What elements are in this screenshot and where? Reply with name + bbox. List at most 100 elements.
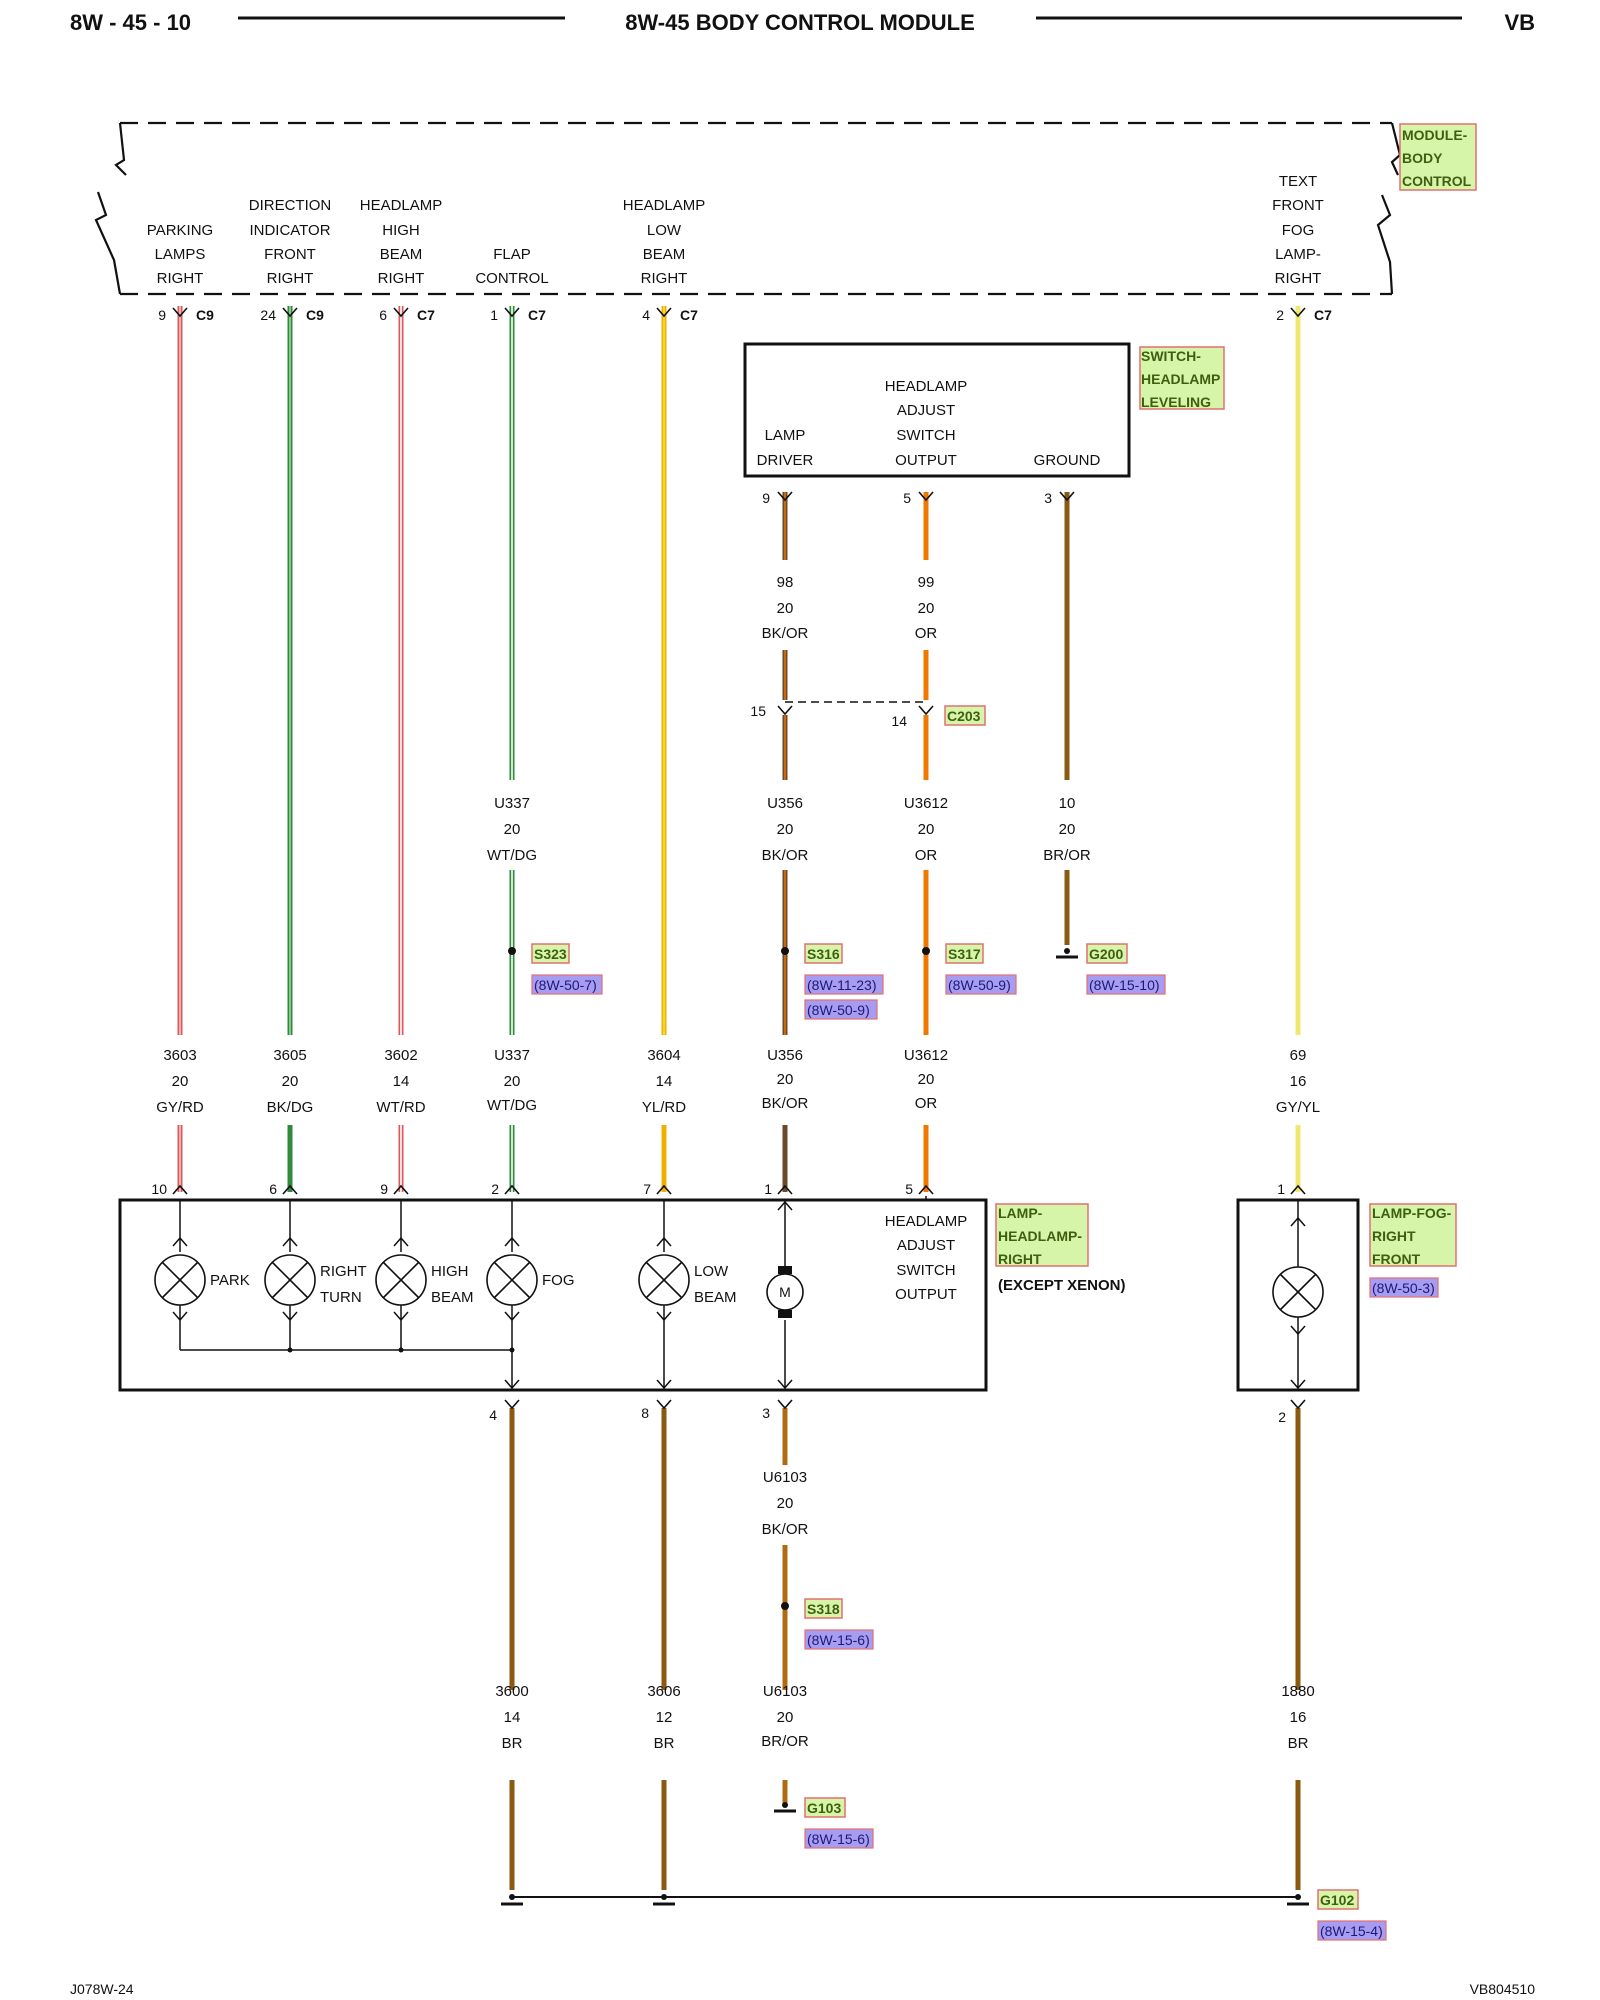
ground-g103: G103 (8W-15-6) (774, 1797, 874, 1849)
svg-text:99: 99 (918, 574, 935, 591)
svg-text:HIGH: HIGH (382, 222, 420, 239)
svg-text:3604: 3604 (647, 1047, 680, 1064)
svg-text:16: 16 (1290, 1073, 1307, 1090)
svg-text:10: 10 (1059, 795, 1076, 812)
svg-text:U337: U337 (494, 795, 530, 812)
svg-text:1: 1 (764, 1181, 772, 1197)
svg-text:8: 8 (641, 1405, 649, 1421)
svg-text:LEVELING: LEVELING (1141, 394, 1211, 410)
svg-text:1: 1 (490, 307, 498, 323)
bulb-right-turn (264, 1254, 316, 1306)
svg-text:FLAP: FLAP (493, 246, 531, 263)
svg-text:14: 14 (393, 1073, 410, 1090)
svg-text:(8W-15-10): (8W-15-10) (1089, 977, 1160, 993)
page-code: VB (1504, 10, 1535, 35)
svg-text:MODULE-: MODULE- (1402, 127, 1468, 143)
svg-text:HEADLAMP: HEADLAMP (623, 197, 706, 214)
headlamp-tag: LAMP- HEADLAMP- RIGHT (995, 1203, 1089, 1267)
svg-text:G200: G200 (1089, 946, 1123, 962)
svg-text:LAMPS: LAMPS (155, 246, 206, 263)
wires (177, 306, 1301, 1898)
svg-text:BEAM: BEAM (380, 246, 423, 263)
svg-text:GY/YL: GY/YL (1276, 1099, 1320, 1116)
svg-text:14: 14 (891, 713, 907, 729)
svg-text:BR: BR (1288, 1735, 1309, 1752)
svg-text:YL/RD: YL/RD (642, 1099, 686, 1116)
svg-text:C9: C9 (306, 307, 324, 323)
svg-text:BEAM: BEAM (694, 1289, 737, 1306)
switch-headlamp-leveling: HEADLAMP ADJUST SWITCH OUTPUT LAMP DRIVE… (743, 342, 1225, 506)
module-body-control-tag: MODULE- BODY CONTROL (1399, 123, 1477, 191)
svg-text:G102: G102 (1320, 1892, 1354, 1908)
svg-text:1880: 1880 (1281, 1683, 1314, 1700)
svg-text:6: 6 (269, 1181, 277, 1197)
svg-text:CONTROL: CONTROL (1402, 173, 1472, 189)
svg-text:5: 5 (905, 1181, 913, 1197)
svg-text:RIGHT: RIGHT (1372, 1228, 1416, 1244)
svg-text:10: 10 (151, 1181, 167, 1197)
svg-text:5: 5 (903, 490, 911, 506)
svg-text:LOW: LOW (694, 1263, 729, 1280)
ground-g200: G200 (8W-15-10) (1056, 943, 1166, 995)
svg-text:BR/OR: BR/OR (1043, 847, 1091, 864)
svg-text:24: 24 (260, 307, 276, 323)
svg-text:BK/DG: BK/DG (267, 1099, 314, 1116)
svg-text:FRONT: FRONT (1372, 1251, 1421, 1267)
svg-text:OR: OR (915, 1095, 938, 1112)
svg-text:HEADLAMP: HEADLAMP (885, 378, 968, 395)
svg-text:FOG: FOG (1282, 222, 1315, 239)
svg-text:G103: G103 (807, 1800, 841, 1816)
svg-text:BK/OR: BK/OR (762, 847, 809, 864)
output-parking-lamps-right: PARKING LAMPS RIGHT (147, 222, 213, 287)
page-footer: J078W-24 VB804510 (70, 1981, 1535, 1997)
svg-text:HEADLAMP: HEADLAMP (885, 1213, 968, 1230)
svg-text:3603: 3603 (163, 1047, 196, 1064)
svg-text:OUTPUT: OUTPUT (895, 1286, 957, 1303)
svg-text:DIRECTION: DIRECTION (249, 197, 332, 214)
svg-text:(8W-50-9): (8W-50-9) (948, 977, 1011, 993)
svg-text:(8W-15-6): (8W-15-6) (807, 1831, 870, 1847)
fog-lamp-tag: LAMP-FOG- RIGHT FRONT (1369, 1203, 1457, 1267)
svg-text:20: 20 (777, 1071, 794, 1088)
svg-text:3602: 3602 (384, 1047, 417, 1064)
headlamp-right-assembly: 10 6 9 2 7 1 5 (118, 1181, 1126, 1423)
svg-text:LAMP-FOG-: LAMP-FOG- (1372, 1205, 1452, 1221)
svg-text:1: 1 (1277, 1181, 1285, 1197)
svg-text:RIGHT: RIGHT (378, 270, 425, 287)
leveling-motor: M (766, 1266, 804, 1318)
svg-text:14: 14 (656, 1073, 673, 1090)
bcm-connector-glyphs (172, 307, 1306, 318)
svg-text:20: 20 (504, 1073, 521, 1090)
svg-text:4: 4 (489, 1407, 497, 1423)
output-headlamp-high-beam-right: HEADLAMP HIGH BEAM RIGHT (360, 197, 443, 287)
svg-text:20: 20 (172, 1073, 189, 1090)
lamp-labels: PARK RIGHT TURN HIGH BEAM FOG LOW BEAM (210, 1263, 737, 1306)
svg-text:OR: OR (915, 625, 938, 642)
svg-text:BK/OR: BK/OR (762, 625, 809, 642)
output-direction-indicator-front-right: DIRECTION INDICATOR FRONT RIGHT (249, 197, 332, 287)
svg-text:(8W-15-4): (8W-15-4) (1320, 1923, 1383, 1939)
svg-text:20: 20 (282, 1073, 299, 1090)
svg-text:INDICATOR: INDICATOR (249, 222, 330, 239)
switch-tag: SWITCH- HEADLAMP LEVELING (1139, 346, 1225, 410)
svg-text:20: 20 (918, 1071, 935, 1088)
fog-lamp-right-front: 1 LAMP-FOG- RIGHT FRONT (8W-50-3) 2 (1236, 1181, 1457, 1425)
svg-text:C7: C7 (680, 307, 698, 323)
svg-text:6: 6 (379, 307, 387, 323)
wire-labels-u6103: U6103 20 BK/OR (762, 1469, 809, 1538)
svg-text:FRONT: FRONT (264, 246, 316, 263)
svg-text:PARKING: PARKING (147, 222, 213, 239)
footer-right: VB804510 (1470, 1981, 1536, 1997)
svg-text:20: 20 (918, 600, 935, 617)
svg-text:C7: C7 (1314, 307, 1332, 323)
svg-text:20: 20 (918, 821, 935, 838)
bulb-park (154, 1254, 206, 1306)
svg-text:16: 16 (1290, 1709, 1307, 1726)
svg-text:S318: S318 (807, 1601, 840, 1617)
svg-text:U356: U356 (767, 795, 803, 812)
svg-text:3600: 3600 (495, 1683, 528, 1700)
output-headlamp-low-beam-right: HEADLAMP LOW BEAM RIGHT (623, 197, 706, 287)
wire-labels-switch: 98 20 BK/OR 99 20 OR (762, 574, 938, 642)
svg-text:15: 15 (750, 703, 766, 719)
